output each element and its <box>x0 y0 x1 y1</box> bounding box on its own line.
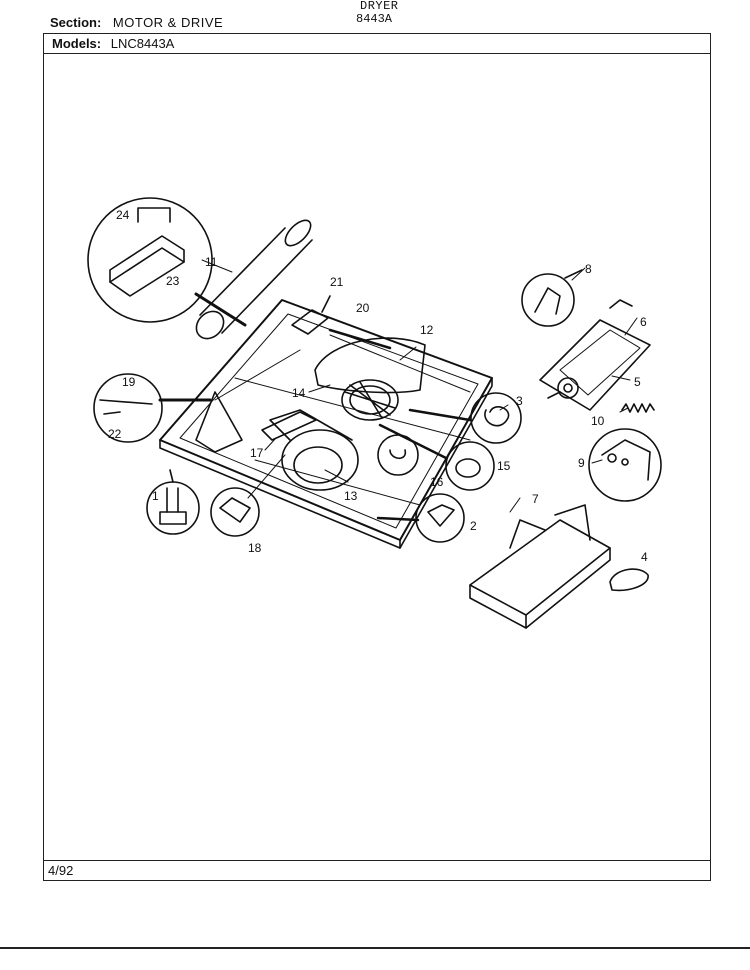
models-value: LNC8443A <box>110 36 175 51</box>
exhaust-duct <box>195 219 313 340</box>
clip-detail <box>291 295 392 350</box>
callout-10: 10 <box>591 414 605 428</box>
callout-14: 14 <box>292 386 306 400</box>
callout-19: 19 <box>122 375 136 389</box>
callout-labels: 1 2 3 4 5 6 7 8 9 10 11 12 13 14 15 16 1… <box>108 208 648 564</box>
section-label: Section: <box>50 15 102 30</box>
callout-8: 8 <box>585 262 592 276</box>
spring-detail <box>377 434 419 476</box>
drum-support-detail <box>210 454 286 537</box>
leveling-leg-detail <box>146 469 200 535</box>
drive-motor <box>539 299 651 411</box>
models-heading: Models: LNC8443A <box>52 36 174 51</box>
callout-13: 13 <box>344 489 358 503</box>
model-code: 8443A <box>356 12 393 26</box>
callout-20: 20 <box>356 301 370 315</box>
motor-mount-detail <box>588 428 662 502</box>
callout-23: 23 <box>166 274 180 288</box>
models-label: Models: <box>52 36 102 51</box>
callout-11: 11 <box>205 255 218 269</box>
belt-clip-detail <box>408 392 522 444</box>
page-bottom-rule <box>0 947 750 949</box>
callout-9: 9 <box>578 456 585 470</box>
motor-spring <box>621 403 655 413</box>
footer-row: 4/92 <box>44 860 710 880</box>
rubber-pad <box>609 568 649 592</box>
callout-16: 16 <box>430 475 444 489</box>
callout-5: 5 <box>634 375 641 389</box>
idler-bracket <box>261 411 317 441</box>
callout-18: 18 <box>248 541 262 555</box>
bracket-clip-detail <box>376 493 465 543</box>
callout-3: 3 <box>516 394 523 408</box>
callout-7: 7 <box>532 492 539 506</box>
callout-17: 17 <box>250 446 264 460</box>
section-heading: Section: MOTOR & DRIVE <box>50 15 223 30</box>
models-row: Models: LNC8443A <box>44 34 710 54</box>
callout-1: 1 <box>152 489 159 503</box>
callout-21: 21 <box>330 275 344 289</box>
revision-date: 4/92 <box>48 863 74 878</box>
callout-15: 15 <box>497 459 511 473</box>
callout-4: 4 <box>641 550 648 564</box>
section-value: MOTOR & DRIVE <box>112 15 224 30</box>
support-block <box>195 391 243 453</box>
callout-24: 24 <box>116 208 130 222</box>
callout-12: 12 <box>420 323 434 337</box>
rail-detail <box>93 373 212 443</box>
product-title: DRYER <box>360 0 399 13</box>
leader-lines <box>201 259 638 513</box>
diagram-frame: Models: LNC8443A 4/92 <box>43 33 711 881</box>
front-duct-ring <box>269 409 359 491</box>
callout-6: 6 <box>640 315 647 329</box>
callout-22: 22 <box>108 427 122 441</box>
motor-mount-base <box>469 504 611 629</box>
base-plate <box>159 299 493 549</box>
motor-clip-detail <box>521 269 583 327</box>
foam-pad-detail <box>87 197 247 327</box>
blower-housing <box>314 337 426 421</box>
callout-2: 2 <box>470 519 477 533</box>
